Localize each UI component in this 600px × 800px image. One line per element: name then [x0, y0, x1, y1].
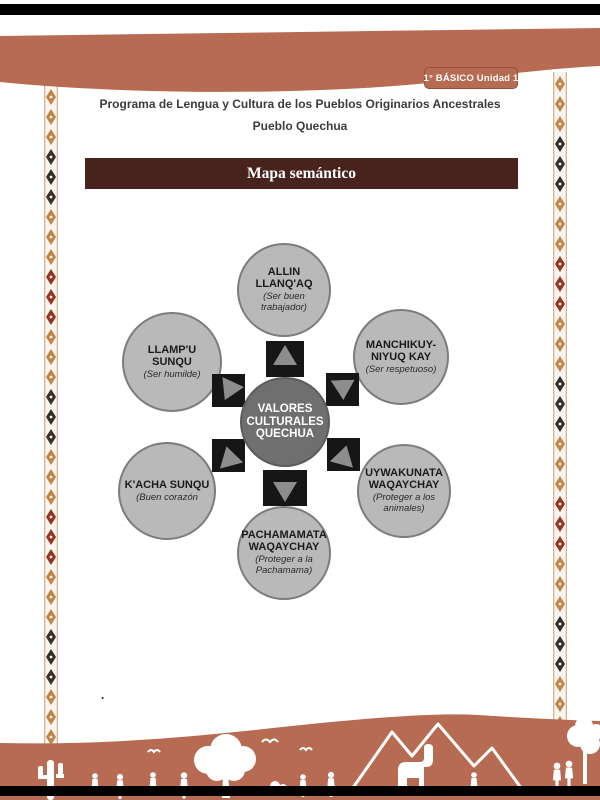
node-title: K'ACHA SUNQU: [124, 478, 210, 491]
page-title: Mapa semántico: [247, 164, 356, 182]
node-title: MANCHIKUY-NIYUQ KAY: [365, 338, 437, 363]
top-letterbox-bar: [0, 4, 600, 15]
node-manchikuyniyuq-kay: MANCHIKUY-NIYUQ KAY (Ser respetuoso): [353, 309, 449, 405]
stray-dot: .: [101, 688, 105, 702]
arrow-lower-right-icon: [327, 438, 360, 471]
triangle-glyph: [329, 442, 357, 468]
unit-badge: 1° BÁSICO Unidad 1: [423, 67, 519, 89]
triangle-glyph: [214, 443, 242, 469]
node-pachamamata-waqaychay: PACHAMAMATA WAQAYCHAY (Proteger a la Pac…: [237, 506, 331, 600]
node-translation: (Buen corazón: [136, 491, 198, 503]
node-title: ALLIN LLANQ'AQ: [255, 266, 313, 291]
triangle-glyph: [330, 379, 355, 400]
bottom-landscape-art: [0, 714, 600, 800]
node-translation: (Ser respetuoso): [365, 363, 437, 375]
node-translation: (Proteger a la Pachamama): [255, 554, 313, 577]
arrow-lower-left-icon: [212, 439, 245, 472]
center-node-title: VALORES CULTURALES QUECHUA: [246, 402, 324, 441]
bottom-letterbox-bar: [0, 786, 600, 796]
triangle-glyph: [213, 376, 243, 404]
node-title: UYWAKUNATA WAQAYCHAY: [365, 467, 443, 492]
node-translation: (Ser humilde): [143, 368, 201, 380]
arrow-up-icon: [266, 341, 304, 377]
pueblo-subtitle: Pueblo Quechua: [252, 119, 348, 133]
center-node-valores: VALORES CULTURALES QUECHUA: [240, 377, 330, 467]
andean-border-left: [44, 85, 58, 748]
node-allin-llanqaq: ALLIN LLANQ'AQ (Ser buen trabajador): [237, 243, 331, 337]
node-title: LLAMP'U SUNQU: [147, 343, 197, 368]
node-llampu-sunqu: LLAMP'U SUNQU (Ser humilde): [122, 312, 222, 412]
node-title: PACHAMAMATA WAQAYCHAY: [241, 529, 327, 554]
program-title: Programa de Lengua y Cultura de los Pueb…: [99, 97, 501, 111]
triangle-glyph: [273, 482, 297, 502]
document-header: Programa de Lengua y Cultura de los Pueb…: [60, 97, 540, 133]
node-translation: (Proteger a los animales): [372, 492, 436, 515]
arrow-upper-left-icon: [212, 374, 245, 407]
triangle-glyph: [273, 345, 297, 365]
node-translation: (Ser buen trabajador): [261, 291, 307, 314]
section-banner: Mapa semántico: [85, 158, 518, 189]
unit-badge-label: 1° BÁSICO Unidad 1: [423, 72, 519, 84]
arrow-down-icon: [263, 470, 307, 506]
node-kacha-sunqu: K'ACHA SUNQU (Buen corazón: [118, 442, 216, 540]
badge-connector-tab: [492, 56, 508, 70]
node-uywakunata-waqaychay: UYWAKUNATA WAQAYCHAY (Proteger a los ani…: [357, 444, 451, 538]
andean-border-right: [553, 72, 567, 722]
arrow-upper-right-icon: [326, 373, 359, 406]
